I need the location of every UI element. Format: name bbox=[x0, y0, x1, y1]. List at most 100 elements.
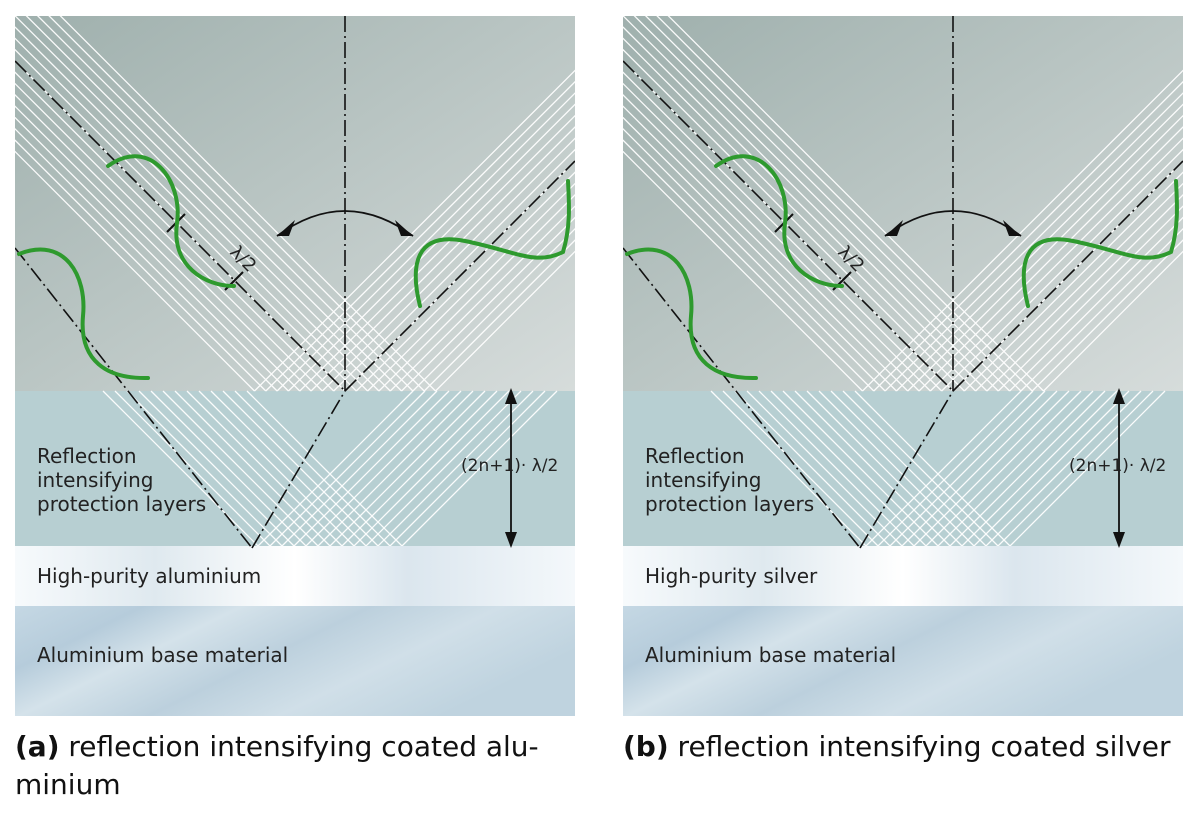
refracted-ray bbox=[937, 390, 1094, 546]
reflected-ray bbox=[1009, 216, 1183, 392]
incident-ray bbox=[59, 16, 436, 392]
refracted-axis-out bbox=[251, 390, 346, 549]
incident-ray bbox=[15, 48, 357, 392]
refracted-ray bbox=[401, 390, 558, 546]
arrow-head-right bbox=[395, 220, 413, 236]
pure-metal-layer bbox=[15, 546, 575, 606]
reflected-ray bbox=[401, 216, 575, 392]
refracted-ray bbox=[913, 390, 1070, 546]
incident-ray bbox=[15, 94, 312, 392]
refracted-ray bbox=[126, 390, 283, 546]
refracted-ray bbox=[901, 390, 1058, 546]
refracted-ray bbox=[842, 390, 999, 546]
refracted-ray bbox=[114, 390, 271, 546]
refracted-ray bbox=[770, 390, 927, 546]
thickness-arrow-bottom bbox=[1113, 532, 1125, 548]
refracted-ray bbox=[186, 390, 343, 546]
protection-layers-label: Reflection intensifying protection layer… bbox=[645, 444, 815, 516]
reflected-ray bbox=[321, 137, 575, 392]
incident-ray bbox=[623, 71, 943, 392]
refracted-ray bbox=[961, 390, 1118, 546]
refracted-ray bbox=[877, 390, 1034, 546]
reflected-ray bbox=[895, 103, 1183, 392]
arrow-head-right bbox=[1003, 220, 1021, 236]
refracted-ray bbox=[949, 390, 1106, 546]
refracted-ray bbox=[818, 390, 975, 546]
thickness-arrow-top bbox=[1113, 388, 1125, 404]
refracted-ray bbox=[257, 390, 414, 546]
caption-text: reflection intensifying coated alu- mini… bbox=[15, 730, 539, 801]
refracted-ray bbox=[1009, 390, 1166, 546]
reflected-ray bbox=[1020, 227, 1183, 392]
incident-wave bbox=[714, 154, 844, 288]
base-material-label: Aluminium base material bbox=[645, 643, 897, 667]
panel-a: λ/2 Reflection intensifying protection l… bbox=[15, 16, 575, 716]
incident-ray bbox=[623, 37, 977, 392]
reflected-ray bbox=[975, 182, 1183, 392]
incident-ray bbox=[15, 150, 255, 392]
incident-ray bbox=[15, 116, 289, 392]
reflected-ray bbox=[287, 103, 575, 392]
refracted-ray bbox=[830, 390, 987, 546]
refracted-ray bbox=[269, 390, 426, 546]
reflected-wave bbox=[413, 179, 571, 308]
refracted-axis-in bbox=[15, 247, 253, 549]
reflection-diagram-a: λ/2 bbox=[15, 16, 575, 716]
base-material-layer bbox=[623, 606, 1183, 716]
reflected-ray bbox=[435, 250, 575, 392]
incident-ray bbox=[15, 105, 301, 392]
refracted-ray bbox=[377, 390, 534, 546]
reflected-ray bbox=[265, 80, 575, 392]
incident-ray bbox=[15, 127, 278, 392]
reflected-ray bbox=[254, 69, 575, 392]
reflected-ray bbox=[412, 227, 575, 392]
refracted-ray bbox=[854, 390, 1011, 546]
refracted-ray bbox=[365, 390, 522, 546]
refracted-ray bbox=[305, 390, 462, 546]
refracted-ray bbox=[150, 390, 307, 546]
pure-metal-label: High-purity silver bbox=[645, 564, 818, 588]
refracted-axis-out bbox=[859, 390, 954, 549]
incident-ray bbox=[623, 150, 863, 392]
refracted-ray bbox=[734, 390, 891, 546]
reflected-ray bbox=[873, 80, 1183, 392]
incident-ray bbox=[623, 16, 999, 392]
refracted-ray bbox=[782, 390, 939, 546]
pure-metal-layer bbox=[623, 546, 1183, 606]
incident-ray bbox=[623, 94, 920, 392]
reflected-axis bbox=[952, 160, 1183, 392]
reflected-ray bbox=[333, 148, 575, 392]
incident-wave bbox=[17, 247, 150, 381]
reflected-ray bbox=[389, 205, 575, 392]
thickness-arrow-bottom bbox=[505, 532, 517, 548]
protection-layers-label: Reflection intensifying protection layer… bbox=[37, 444, 207, 516]
refracted-ray bbox=[174, 390, 331, 546]
base-material-layer bbox=[15, 606, 575, 716]
incident-ray bbox=[623, 139, 875, 392]
refracted-ray bbox=[329, 390, 486, 546]
incident-ray bbox=[633, 16, 1011, 392]
refracted-ray bbox=[806, 390, 963, 546]
incident-ray bbox=[36, 16, 414, 392]
reflected-ray bbox=[378, 194, 575, 392]
refracted-ray bbox=[293, 390, 450, 546]
reflected-ray bbox=[929, 137, 1183, 392]
caption-letter: (a) bbox=[15, 730, 60, 763]
incident-ray bbox=[15, 71, 335, 392]
refracted-ray bbox=[722, 390, 879, 546]
incident-ray bbox=[15, 139, 267, 392]
base-material-label: Aluminium base material bbox=[37, 643, 289, 667]
refracted-ray bbox=[758, 390, 915, 546]
reflected-wave bbox=[1021, 179, 1179, 308]
reflection-diagram-b: λ/2 bbox=[623, 16, 1183, 716]
ray-bundles bbox=[623, 16, 1183, 546]
reflected-ray bbox=[941, 148, 1183, 392]
air-region bbox=[623, 16, 1183, 391]
refracted-ray bbox=[710, 390, 867, 546]
refracted-axis-in bbox=[623, 247, 861, 549]
incident-ray bbox=[623, 127, 886, 392]
incident-wave bbox=[625, 247, 758, 381]
refracted-ray bbox=[865, 390, 1022, 546]
reflected-ray bbox=[423, 239, 575, 392]
incident-ray bbox=[656, 16, 1033, 392]
